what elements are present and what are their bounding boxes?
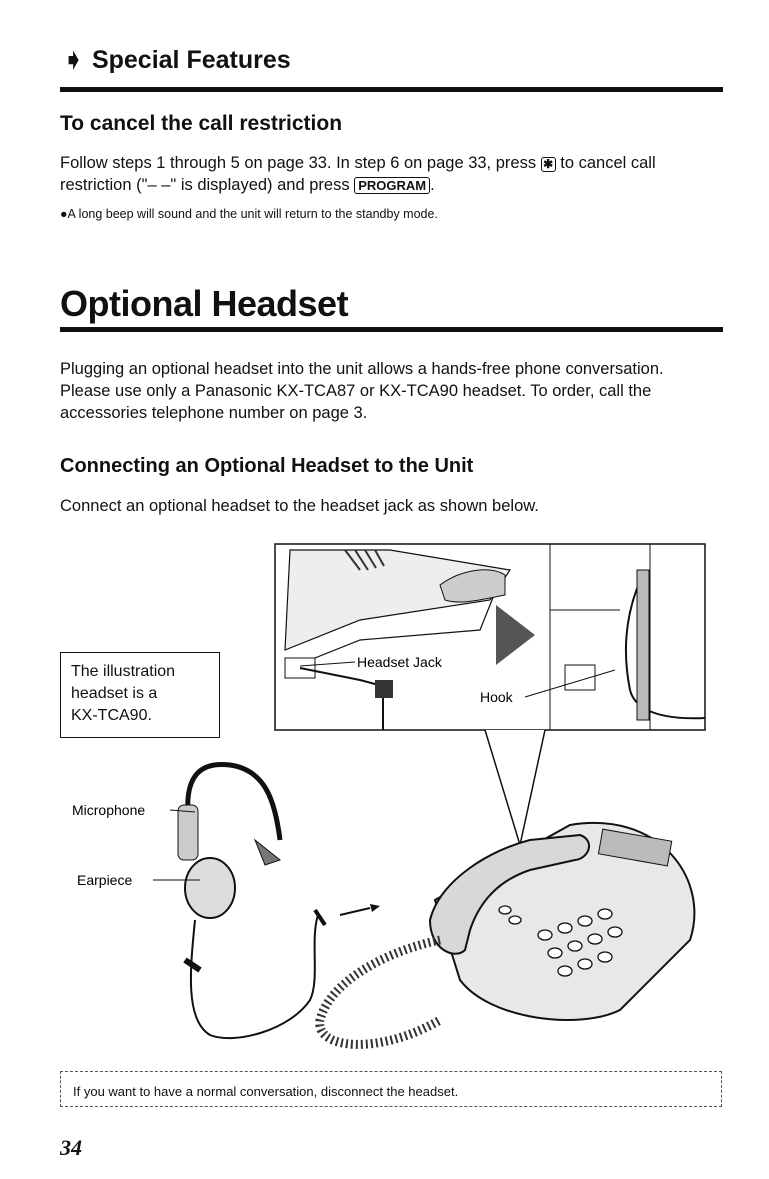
note-box: The illustration headset is a KX-TCA90. (60, 652, 220, 738)
section-title: Special Features (91, 46, 291, 74)
header-rule (60, 87, 723, 92)
cancel-bullet: ●A long beep will sound and the unit wil… (60, 207, 438, 221)
arrow-right-icon: ➧ (63, 46, 84, 74)
headset-jack-label: Headset Jack (357, 654, 443, 670)
cancel-text-3: . (430, 176, 435, 194)
connect-text: Connect an optional headset to the heads… (60, 497, 539, 515)
callout-pointer (484, 729, 546, 848)
hook-label: Hook (480, 689, 514, 705)
star-key: ✱ (540, 157, 556, 172)
headset (177, 761, 327, 1040)
note-line-2: headset is a (71, 685, 158, 702)
connect-heading: Connecting an Optional Headset to the Un… (60, 455, 474, 477)
page-number: 34 (60, 1135, 82, 1160)
note-line-1: The illustration (71, 663, 176, 680)
headset-illustration: Headset Jack Hook Microphone Earpiece (72, 543, 706, 1049)
telephone (315, 822, 696, 1049)
cancel-heading: To cancel the call restriction (60, 112, 343, 135)
headset-jack-leader (299, 661, 356, 667)
microphone-leader (169, 809, 196, 813)
insert-arrow-icon (339, 907, 371, 916)
hook-leader (524, 669, 616, 698)
cancel-paragraph: Follow steps 1 through 5 on page 33. In … (60, 152, 725, 196)
note-line-3: KX-TCA90. (71, 707, 152, 724)
footer-note: If you want to have a normal conversatio… (60, 1071, 722, 1107)
program-key: PROGRAM (354, 177, 431, 194)
earpiece-label: Earpiece (77, 872, 132, 888)
headset-intro: Plugging an optional headset into the un… (60, 360, 664, 422)
cancel-text-2: to cancel call restriction ("– –" is dis… (60, 154, 656, 194)
section-header: ➧Special Features (63, 45, 291, 75)
microphone-label: Microphone (72, 802, 145, 818)
title-rule (60, 327, 723, 332)
inset-detail (274, 543, 706, 731)
page-title: Optional Headset (60, 283, 349, 324)
cancel-text-1: Follow steps 1 through 5 on page 33. In … (60, 154, 541, 172)
